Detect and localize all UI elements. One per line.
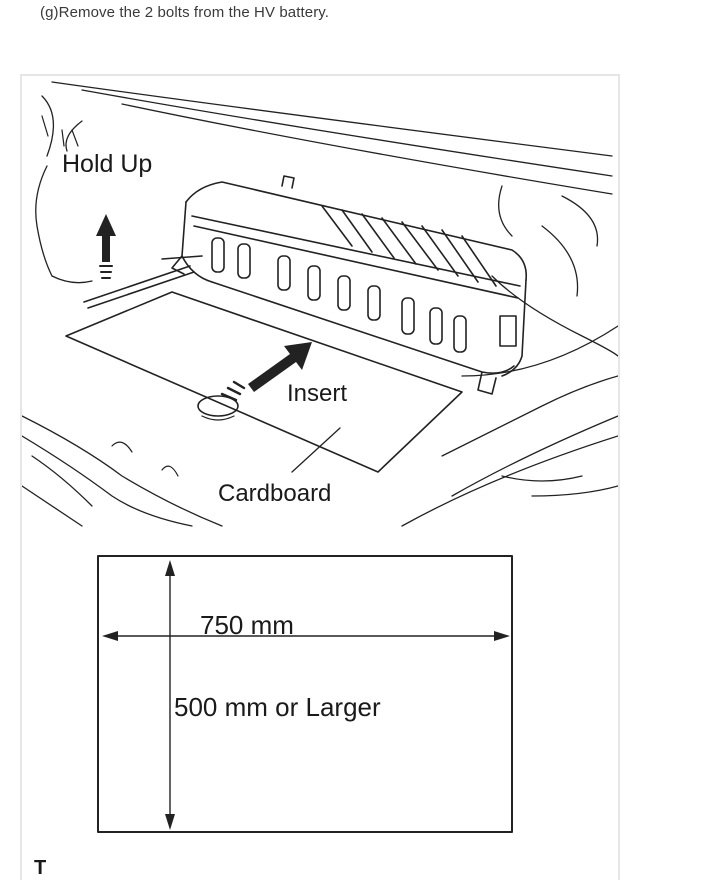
height-label: 500 mm or Larger	[174, 692, 381, 722]
width-label: 750 mm	[200, 610, 294, 640]
cardboard-label: Cardboard	[218, 480, 332, 507]
hold-up-label: Hold Up	[62, 150, 153, 178]
dimension-box	[97, 555, 513, 833]
hv-battery-illustration	[22, 81, 618, 833]
insert-label: Insert	[287, 380, 348, 407]
hold-up-arrow	[41, 115, 116, 279]
corner-mark: T	[34, 857, 47, 879]
hv-battery-pack	[171, 175, 528, 395]
lever-rod	[83, 255, 203, 309]
vehicle-body-lines	[22, 81, 618, 527]
width-dimension-line	[102, 631, 510, 641]
height-dimension-line	[165, 560, 175, 830]
cardboard-leader-line	[291, 427, 341, 473]
illustration-frame: Hold Up Insert Cardboard 750 mm 500 mm o…	[20, 74, 620, 880]
cardboard-sheet	[65, 291, 463, 473]
step-instruction: (g)Remove the 2 bolts from the HV batter…	[40, 4, 330, 21]
page-top-bar: (g)Remove the 2 bolts from the HV batter…	[0, 0, 701, 30]
floor-clip	[197, 395, 239, 417]
